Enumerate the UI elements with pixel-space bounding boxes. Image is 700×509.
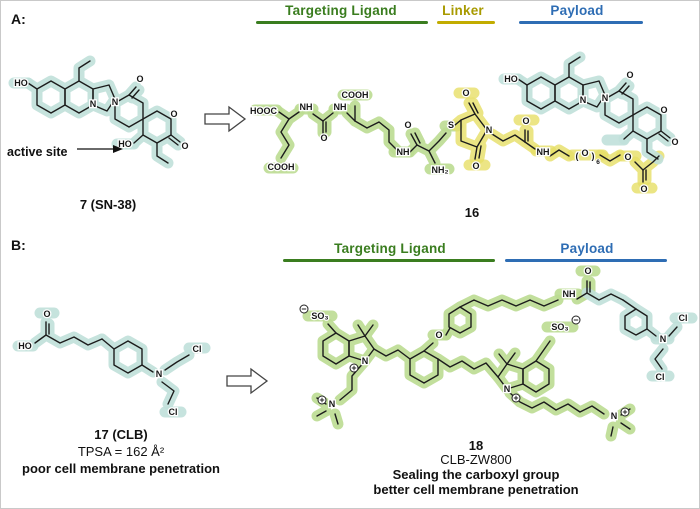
structure-clb-zw800-18	[298, 264, 696, 439]
payload18-highlight	[587, 293, 677, 369]
note-compound-17: poor cell membrane penetration	[22, 461, 220, 476]
structure-conjugate-16	[248, 33, 680, 196]
header-targeting-ligand-b: Targeting Ligand	[334, 241, 446, 256]
caption-compound-17: 17 (CLB)	[94, 427, 148, 442]
note-compound-18-line2: better cell membrane penetration	[373, 482, 579, 497]
caption-compound-7: 7 (SN-38)	[79, 197, 137, 212]
clb-highlight	[35, 322, 189, 404]
underline-targeting-a	[256, 21, 428, 24]
name-compound-18: CLB-ZW800	[440, 452, 512, 467]
panel-a-label: A:	[11, 11, 26, 27]
header-payload-a: Payload	[550, 3, 604, 18]
note-compound-18-line1: Sealing the carboxyl group	[392, 467, 560, 482]
tpsa-value: TPSA = 162 Å²	[77, 444, 165, 459]
ligand-highlight	[279, 106, 446, 163]
panel-b-label: B:	[11, 237, 26, 253]
underline-payload-b	[505, 259, 667, 262]
underline-payload-a	[519, 21, 643, 24]
caption-compound-18: 18	[468, 438, 484, 453]
active-site-arrow	[77, 145, 123, 153]
header-linker-a: Linker	[442, 3, 484, 18]
structure-clb-17	[16, 301, 226, 419]
header-payload-b: Payload	[560, 241, 614, 256]
underline-linker-a	[437, 21, 495, 24]
caption-compound-16: 16	[464, 205, 480, 220]
active-site-label: active site	[7, 145, 68, 159]
header-targeting-ligand-a: Targeting Ligand	[285, 3, 397, 18]
reaction-arrow-a	[204, 105, 247, 133]
reaction-arrow-b	[226, 367, 269, 395]
underline-targeting-b	[283, 259, 495, 262]
